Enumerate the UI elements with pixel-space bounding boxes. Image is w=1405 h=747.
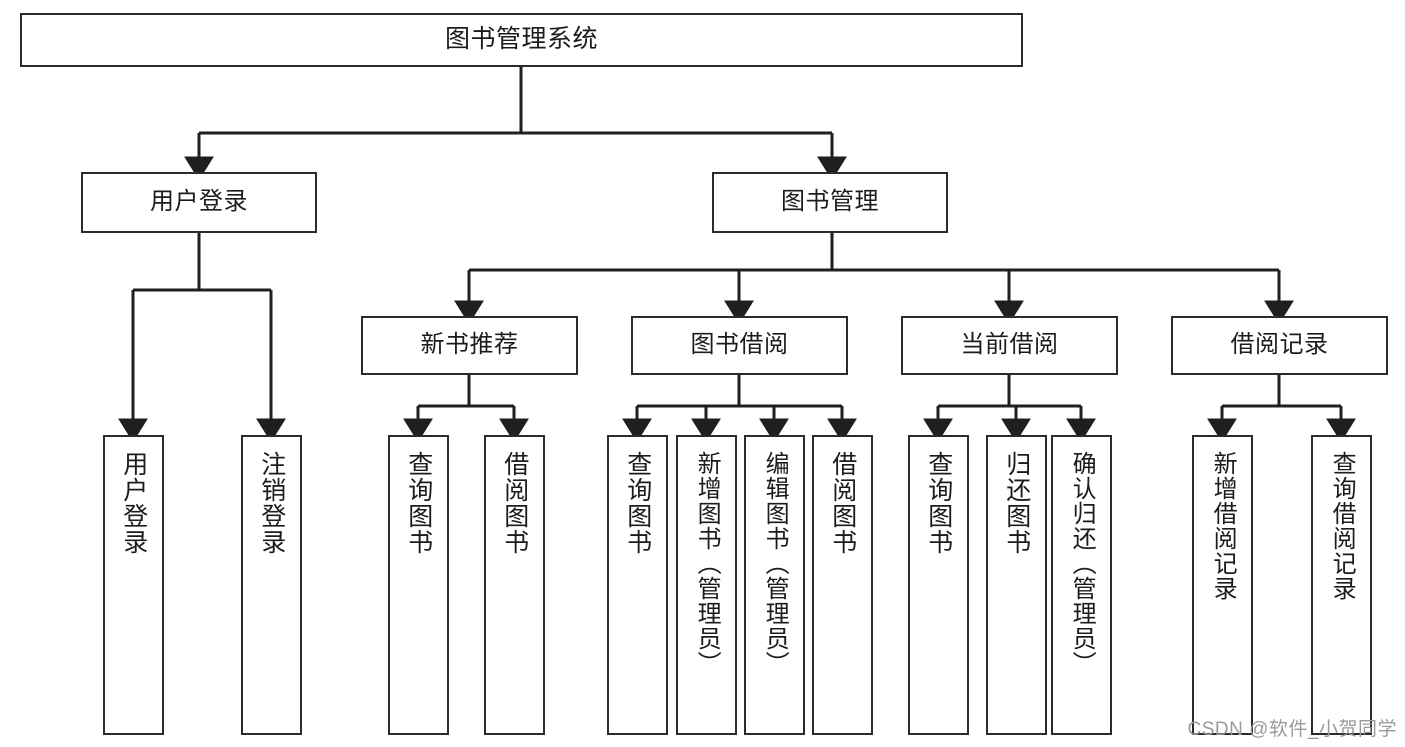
node-label: 借阅记录 xyxy=(1230,331,1329,359)
node-leaf-edit-book-admin[interactable]: 编辑图书（管理员） xyxy=(744,435,805,735)
node-label: 图书管理系统 xyxy=(444,25,598,54)
node-label: 用户登录 xyxy=(150,188,248,216)
node-label: 图书管理 xyxy=(781,188,879,216)
node-label: 确认归还（管理员） xyxy=(1068,451,1096,676)
node-label: 归还图书 xyxy=(1002,451,1031,555)
node-label: 借阅图书 xyxy=(828,451,857,555)
node-leaf-query-book-2[interactable]: 查询图书 xyxy=(607,435,668,735)
node-label: 注销登录 xyxy=(257,451,286,555)
node-label: 查询图书 xyxy=(924,451,953,555)
node-leaf-return-book[interactable]: 归还图书 xyxy=(986,435,1047,735)
node-leaf-query-book-3[interactable]: 查询图书 xyxy=(908,435,969,735)
node-leaf-logout-login[interactable]: 注销登录 xyxy=(241,435,302,735)
node-label: 图书借阅 xyxy=(690,331,789,359)
node-label: 新增借阅记录 xyxy=(1209,451,1237,601)
node-leaf-query-record[interactable]: 查询借阅记录 xyxy=(1311,435,1372,735)
node-leaf-borrow-book-2[interactable]: 借阅图书 xyxy=(812,435,873,735)
node-root-system[interactable]: 图书管理系统 xyxy=(20,13,1023,67)
node-label: 用户登录 xyxy=(119,451,148,555)
node-book-manage[interactable]: 图书管理 xyxy=(712,172,948,233)
node-label: 查询图书 xyxy=(404,451,433,555)
node-label: 借阅图书 xyxy=(500,451,529,555)
node-book-borrow[interactable]: 图书借阅 xyxy=(631,316,848,375)
node-label: 新增图书（管理员） xyxy=(693,451,721,676)
node-label: 编辑图书（管理员） xyxy=(761,451,789,676)
node-leaf-confirm-return[interactable]: 确认归还（管理员） xyxy=(1051,435,1112,735)
node-leaf-add-book-admin[interactable]: 新增图书（管理员） xyxy=(676,435,737,735)
node-label: 查询借阅记录 xyxy=(1328,451,1356,601)
node-label: 当前借阅 xyxy=(960,331,1059,359)
node-borrow-record[interactable]: 借阅记录 xyxy=(1171,316,1388,375)
node-user-login[interactable]: 用户登录 xyxy=(81,172,317,233)
node-label: 新书推荐 xyxy=(420,331,519,359)
watermark-text: CSDN @软件_小贺同学 xyxy=(1187,719,1397,740)
node-leaf-add-record[interactable]: 新增借阅记录 xyxy=(1192,435,1253,735)
node-leaf-user-login[interactable]: 用户登录 xyxy=(103,435,164,735)
node-current-borrow[interactable]: 当前借阅 xyxy=(901,316,1118,375)
node-leaf-query-book-1[interactable]: 查询图书 xyxy=(388,435,449,735)
node-new-book-rec[interactable]: 新书推荐 xyxy=(361,316,578,375)
node-leaf-borrow-book-1[interactable]: 借阅图书 xyxy=(484,435,545,735)
node-label: 查询图书 xyxy=(623,451,652,555)
